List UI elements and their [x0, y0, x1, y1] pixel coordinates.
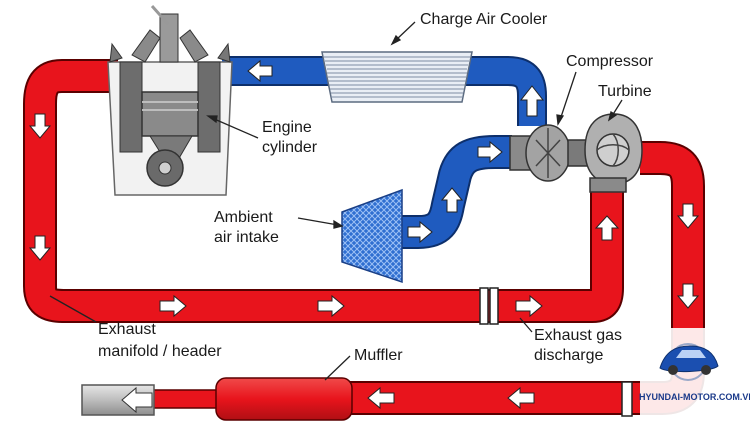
arrow-up	[519, 85, 545, 117]
pipe-flange	[479, 287, 499, 325]
label-turbine: Turbine	[598, 83, 652, 100]
charge-air-cooler	[321, 51, 473, 103]
intake-pipe	[400, 135, 512, 249]
label-engine-line1: Engine	[262, 119, 312, 136]
label-exhaust-gas-line1: Exhaust gas	[534, 327, 623, 344]
watermark-logo	[640, 328, 750, 436]
arrow-right	[515, 294, 543, 318]
arrow-down	[676, 203, 700, 229]
label-charge-air-cooler: Charge Air Cooler	[420, 11, 548, 28]
label-ambient-line1: Ambient	[214, 209, 273, 226]
leader-lines	[49, 21, 623, 381]
compressor	[509, 124, 591, 182]
arrow-left	[367, 386, 395, 410]
watermark-text: HYUNDAI-MOTOR.COM.VN	[639, 392, 750, 402]
flow-arrows	[28, 59, 700, 414]
engine-cylinder	[107, 5, 233, 196]
label-exhaust-manifold-line2: manifold / header	[98, 343, 222, 360]
arrow-down	[28, 113, 52, 139]
exhaust-manifold-pipe	[22, 59, 624, 323]
ambient-air-filter	[341, 188, 403, 284]
label-exhaust-gas-line2: discharge	[534, 347, 604, 364]
arrow-right	[159, 294, 187, 318]
label-muffler: Muffler	[354, 347, 403, 364]
label-ambient-line2: air intake	[214, 229, 279, 246]
muffler	[149, 377, 353, 421]
turbine	[584, 113, 643, 193]
arrow-right	[407, 220, 433, 244]
label-compressor: Compressor	[566, 53, 654, 70]
arrow-left	[247, 59, 273, 83]
arrow-down	[28, 235, 52, 261]
discharge-flange	[621, 381, 633, 417]
arrow-left	[121, 386, 153, 414]
arrow-right	[477, 140, 503, 164]
label-exhaust-manifold-line1: Exhaust	[98, 321, 156, 338]
label-engine-line2: cylinder	[262, 139, 318, 156]
arrow-up	[440, 187, 464, 213]
arrow-right	[317, 294, 345, 318]
arrow-up	[594, 215, 620, 241]
arrow-left	[507, 386, 535, 410]
arrow-down	[676, 283, 700, 309]
